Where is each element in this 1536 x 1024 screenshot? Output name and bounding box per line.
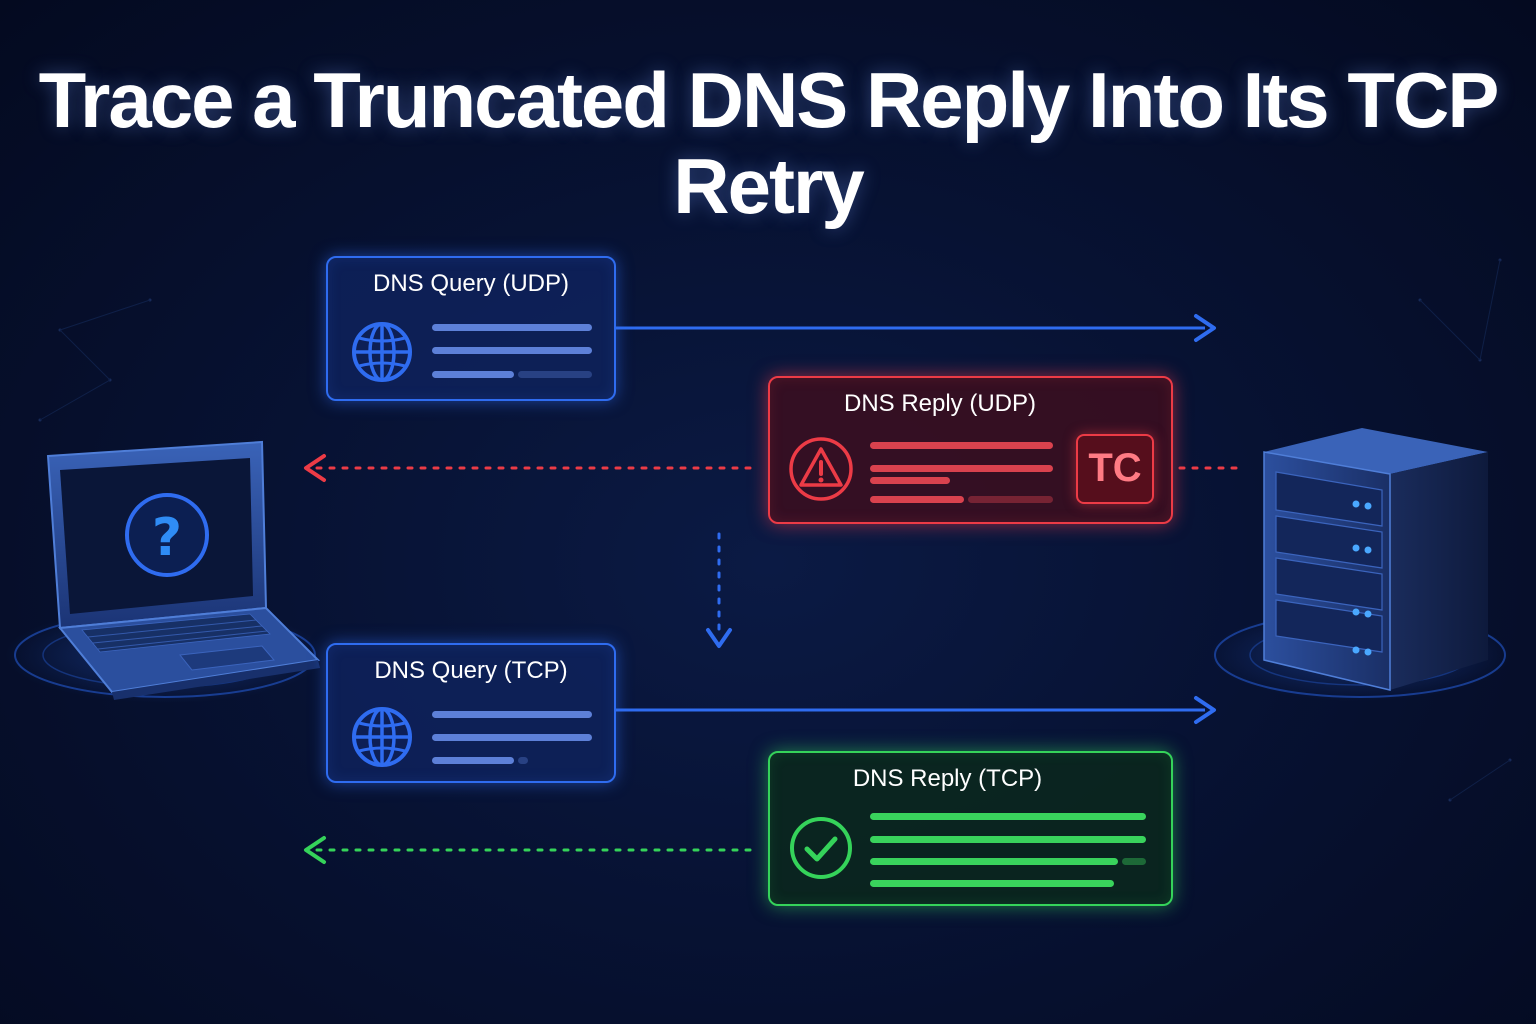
message-card-reply-udp: DNS Reply (UDP) TC [768, 376, 1173, 524]
payload-line [870, 813, 1146, 820]
payload-line [432, 371, 514, 378]
page-title: Trace a Truncated DNS Reply Into Its TCP… [38, 56, 1500, 230]
payload-line-faded [1122, 858, 1146, 865]
laptop-icon: ? [5, 440, 325, 703]
message-card-reply-tcp: DNS Reply (TCP) [768, 751, 1173, 906]
payload-line-faded [518, 371, 592, 378]
arrow-reply-tcp [304, 836, 752, 864]
message-label: DNS Reply (TCP) [852, 765, 1043, 792]
payload-line [432, 711, 592, 718]
server-rack-icon [1210, 428, 1510, 701]
payload-line [432, 324, 592, 331]
payload-line [870, 442, 1053, 449]
check-circle-icon [790, 817, 852, 879]
truncated-flag-badge: TC [1076, 434, 1154, 504]
payload-line [432, 347, 592, 354]
arrow-query-tcp [616, 696, 1216, 724]
message-label: DNS Query (TCP) [374, 657, 568, 684]
message-label: DNS Reply (UDP) [843, 390, 1037, 417]
globe-icon [352, 707, 412, 767]
question-mark-icon: ? [125, 493, 209, 577]
payload-line-faded [968, 496, 1053, 503]
payload-line [870, 836, 1146, 843]
payload-line [870, 880, 1114, 887]
svg-text:?: ? [152, 508, 182, 568]
payload-line [870, 496, 964, 503]
arrow-retry-trigger [706, 532, 732, 648]
payload-line [870, 465, 1053, 472]
payload-line-faded [518, 757, 528, 764]
background-network-pattern [38, 258, 1512, 802]
payload-line [432, 757, 514, 764]
payload-line [432, 734, 592, 741]
message-card-query-udp: DNS Query (UDP) [326, 256, 616, 401]
payload-line [870, 477, 950, 484]
warning-icon [789, 437, 853, 501]
arrow-reply-udp [304, 454, 1238, 482]
message-card-query-tcp: DNS Query (TCP) [326, 643, 616, 783]
payload-line [870, 858, 1118, 865]
arrow-query-udp [616, 314, 1216, 342]
message-label: DNS Query (UDP) [372, 270, 570, 297]
globe-icon [352, 322, 412, 382]
